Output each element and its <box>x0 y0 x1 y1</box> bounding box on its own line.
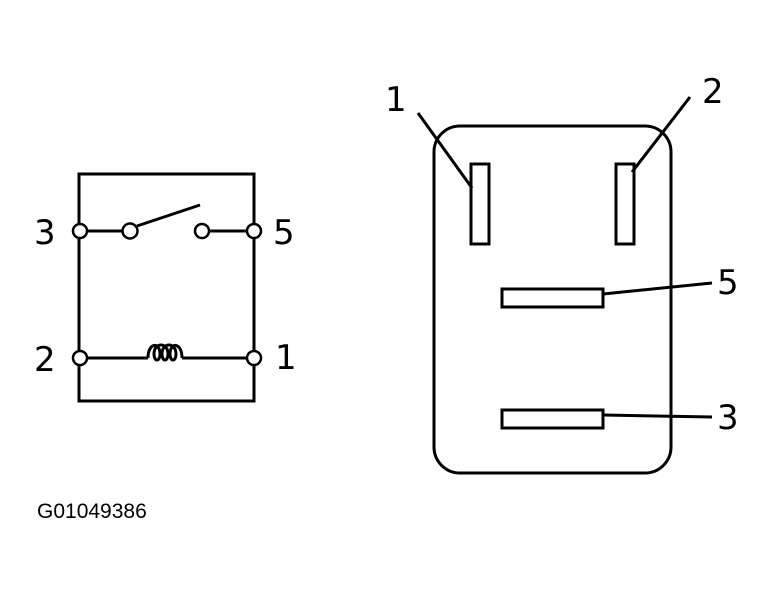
relay-connector: 1 2 5 3 <box>385 72 739 475</box>
leader-pin-2 <box>630 96 692 173</box>
schematic-frame <box>77 172 256 403</box>
relay-schematic: 3 5 2 1 <box>34 172 297 403</box>
terminal-2 <box>71 349 89 367</box>
terminal-label-3: 3 <box>34 213 56 253</box>
terminal-label-5: 5 <box>273 213 295 253</box>
terminal-5 <box>245 222 263 240</box>
leader-pin-5 <box>602 281 713 296</box>
pin-label-2: 2 <box>702 72 724 112</box>
pin-label-1: 1 <box>385 80 407 120</box>
switch-contact-right <box>193 222 211 240</box>
terminal-label-2: 2 <box>34 340 56 380</box>
switch-arm <box>136 203 201 228</box>
figure-code: G01049386 <box>37 500 147 523</box>
leader-pin-1 <box>416 112 474 189</box>
pin-5 <box>500 287 605 309</box>
leader-pin-3 <box>602 413 713 419</box>
pin-3 <box>500 408 605 430</box>
terminal-label-1: 1 <box>275 338 297 378</box>
pin-2 <box>614 162 636 246</box>
terminal-1 <box>245 349 263 367</box>
terminal-3 <box>71 222 89 240</box>
pin-1 <box>469 162 491 246</box>
pin-label-5: 5 <box>717 263 739 303</box>
pin-label-3: 3 <box>717 398 739 438</box>
connector-housing <box>432 124 673 475</box>
coil-symbol <box>146 343 184 362</box>
switch-contact-left <box>121 222 139 240</box>
